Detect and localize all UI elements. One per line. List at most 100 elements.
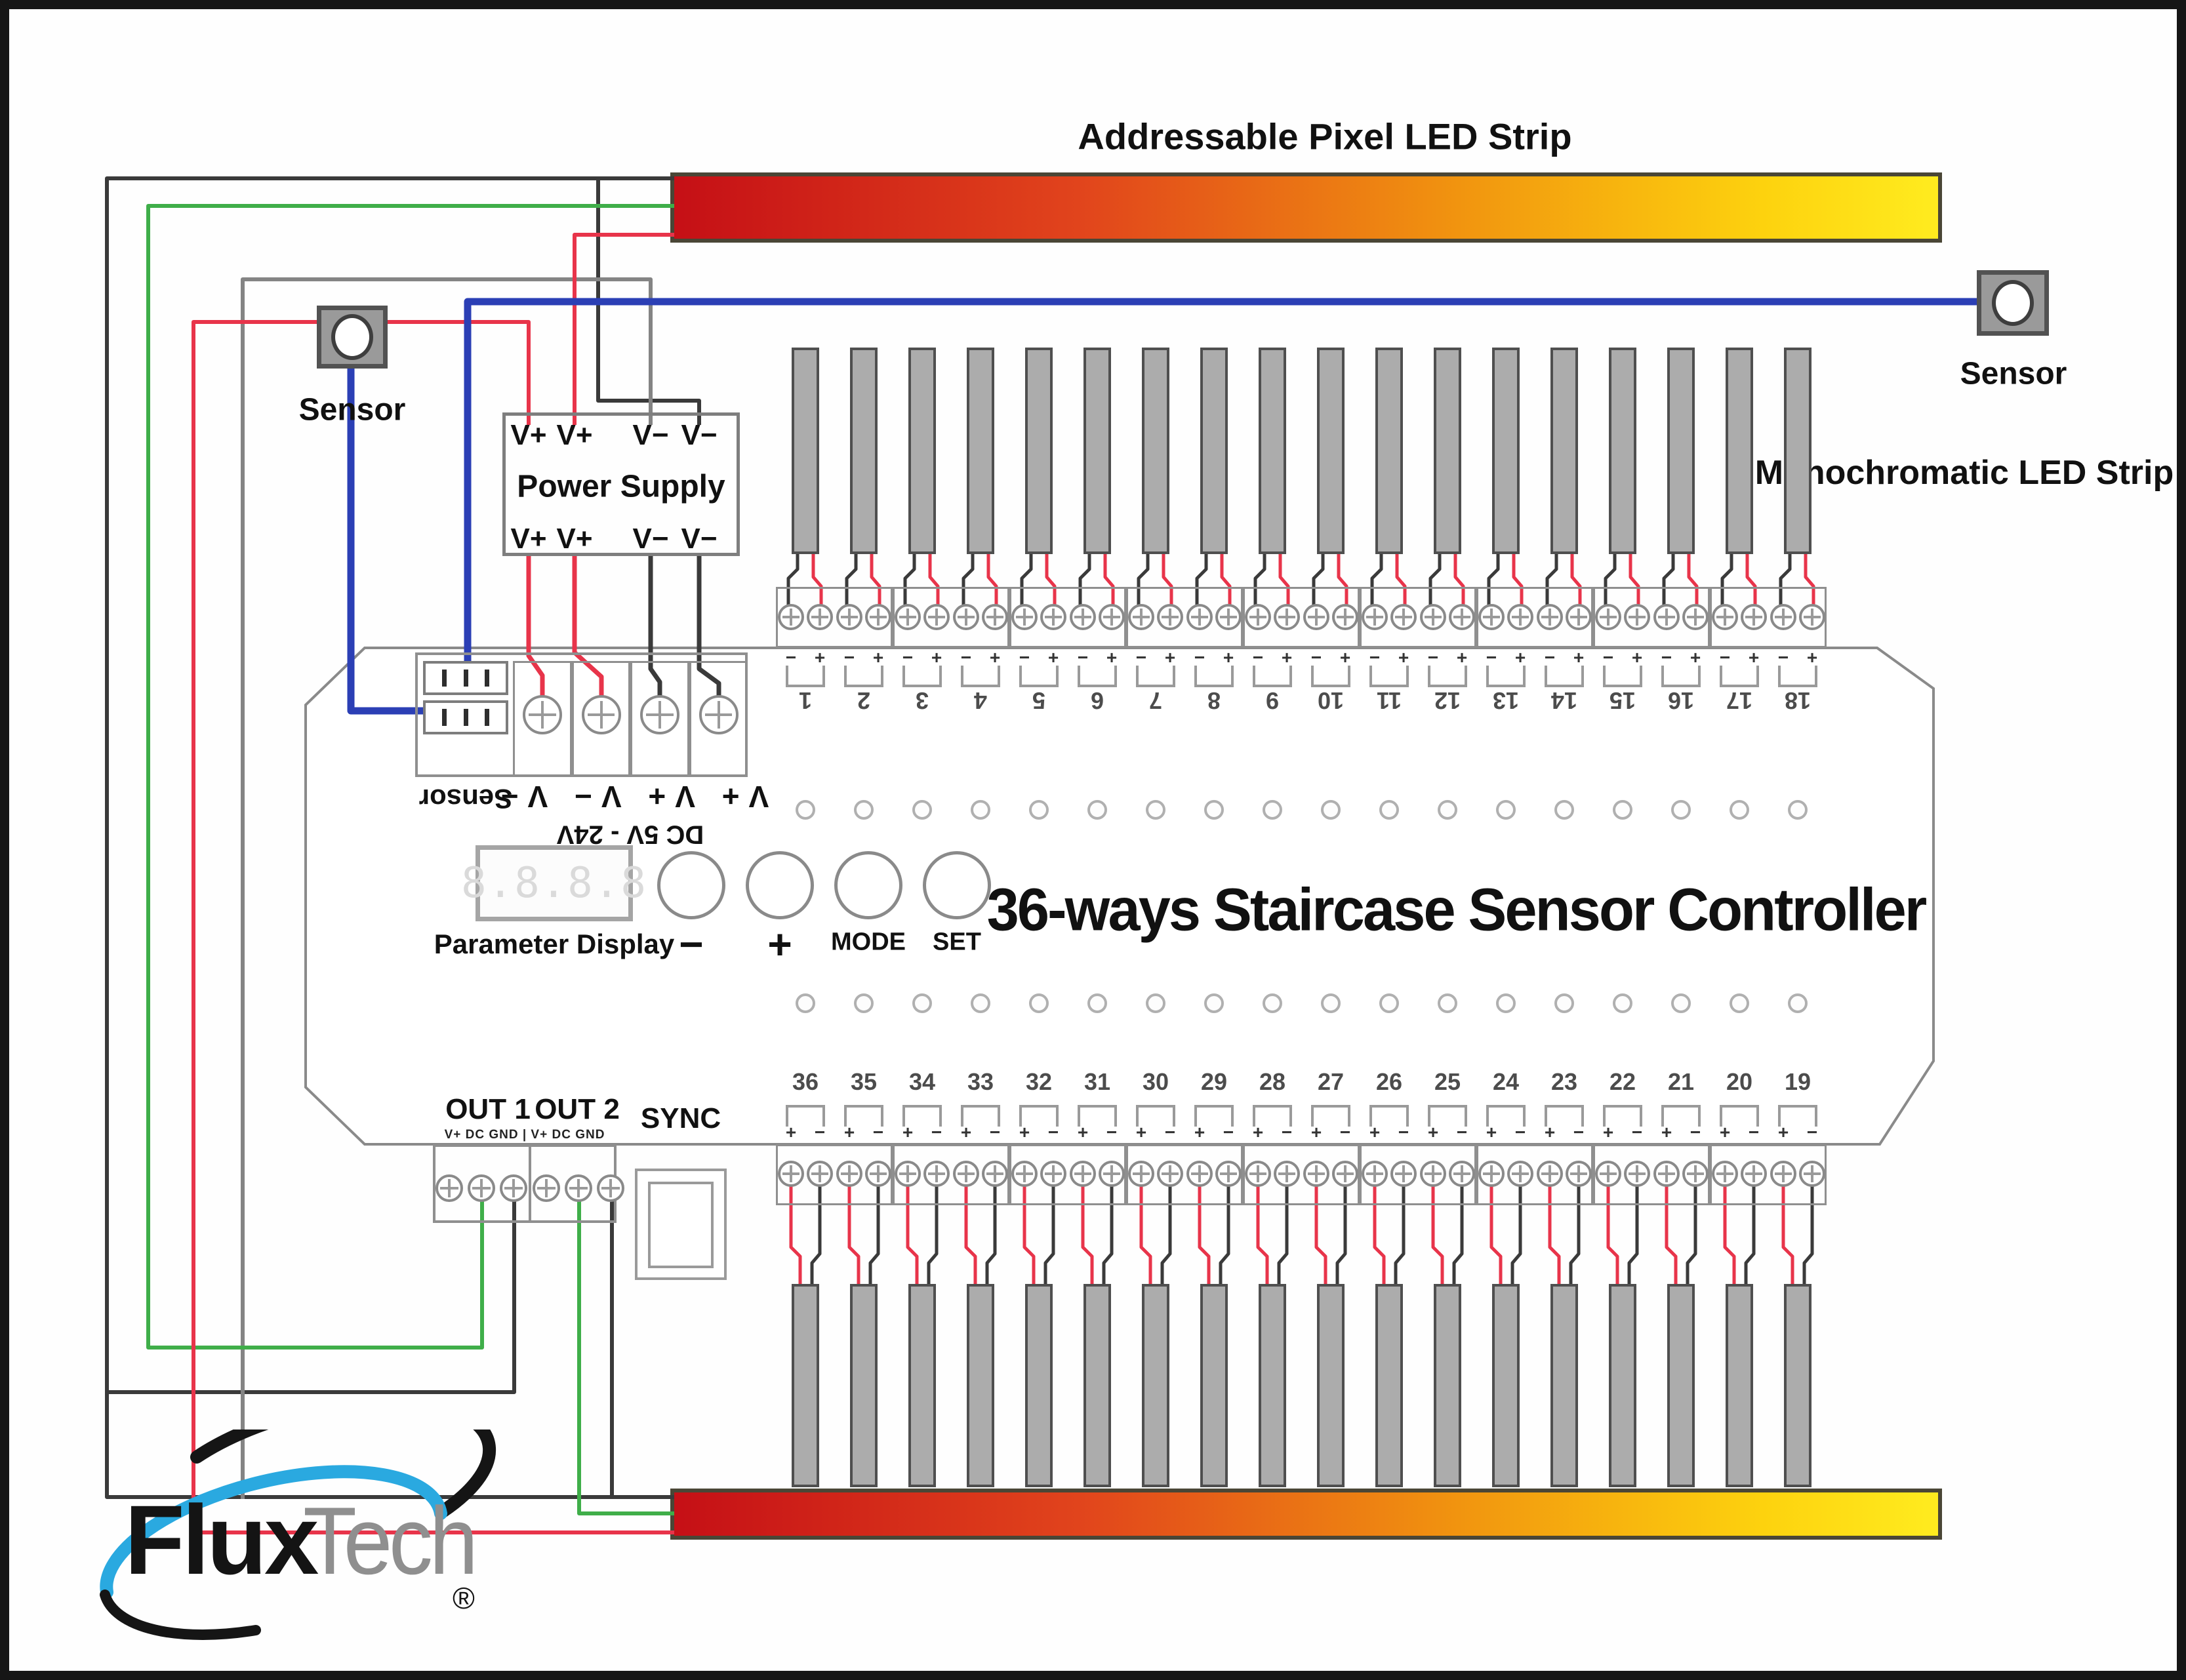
channel-number-top: 4 [973, 687, 988, 714]
channel-number-top: 1 [798, 687, 813, 714]
terminal-block-bottom [1593, 1144, 1710, 1205]
wire-channel-bottom-vplus [1781, 1177, 1794, 1289]
led-indicator [1146, 800, 1165, 820]
polarity-mark: − [1077, 647, 1089, 668]
wire-channel-top-gnd [1020, 552, 1033, 613]
dcin-screw [523, 695, 562, 734]
wire-channel-bottom-vplus [906, 1177, 919, 1289]
wire-channel-bottom-vplus [1256, 1177, 1269, 1289]
dcin-cell [630, 661, 689, 777]
led-indicator [1496, 993, 1516, 1013]
channel-bracket-top [1428, 666, 1467, 687]
terminal-screw [807, 1161, 833, 1187]
terminal-block-top [1009, 587, 1126, 648]
terminal-screw [1215, 604, 1242, 630]
wire-channel-top-vplus [1278, 552, 1290, 613]
terminal-block-bottom [1009, 1144, 1126, 1205]
terminal-screw [1624, 604, 1650, 630]
wire-channel-top-vplus [1629, 552, 1640, 613]
mono-led-bar-bottom [1200, 1284, 1228, 1487]
terminal-screw [865, 1161, 891, 1187]
wire-channel-top-gnd [1253, 552, 1266, 613]
wire-channel-bottom-gnd [1686, 1177, 1697, 1289]
polarity-mark: − [785, 647, 797, 668]
terminal-screw [1040, 1161, 1066, 1187]
channel-bracket-top [1369, 666, 1409, 687]
polarity-mark: + [1077, 1122, 1089, 1142]
polarity-mark: + [1573, 647, 1585, 668]
sync-connector-inner [648, 1182, 714, 1268]
terminal-screw [1362, 1161, 1388, 1187]
terminal-screw [1478, 604, 1505, 630]
polarity-mark: − [872, 1122, 884, 1142]
controller-outline [304, 647, 1935, 1146]
terminal-screw [1245, 604, 1271, 630]
polarity-mark: − [1252, 647, 1264, 668]
polarity-mark: + [1135, 1122, 1147, 1142]
terminal-block-bottom [893, 1144, 1009, 1205]
polarity-mark: + [1106, 647, 1118, 668]
wire-channel-top-gnd [1604, 552, 1617, 613]
channel-number-top: 14 [1550, 687, 1578, 714]
mono-led-bar-top [1667, 348, 1695, 554]
mono-led-bar-bottom [1550, 1284, 1578, 1487]
polarity-mark: − [1719, 647, 1731, 668]
terminal-screw [1770, 1161, 1796, 1187]
wire-channel-bottom-gnd [927, 1177, 939, 1289]
wire-channel-top-gnd [786, 552, 800, 613]
led-indicator [912, 993, 932, 1013]
terminal-screw [1390, 604, 1417, 630]
channel-number-top: 15 [1609, 687, 1636, 714]
dcin-cell [571, 661, 630, 777]
polarity-mark: − [843, 647, 855, 668]
mono-led-bar-bottom [967, 1284, 994, 1487]
wire-channel-bottom-gnd [1510, 1177, 1522, 1289]
terminal-block-top [893, 587, 1009, 648]
channel-bracket-top [1486, 666, 1526, 687]
mono-led-bar-bottom [1259, 1284, 1286, 1487]
channel-number-bottom: 23 [1550, 1068, 1578, 1095]
controller-title: 36-ways Staircase Sensor Controller [986, 876, 1928, 944]
out-screw [533, 1174, 560, 1202]
channel-bracket-bottom [786, 1105, 825, 1127]
polarity-mark: − [1339, 1122, 1351, 1142]
wire-channel-top-gnd [1487, 552, 1500, 613]
panel-button-mode [834, 851, 902, 919]
channel-number-top: 8 [1207, 687, 1221, 714]
wire-channel-bottom-gnd [1335, 1177, 1347, 1289]
wire-channel-bottom-gnd [1452, 1177, 1464, 1289]
terminal-screw [1799, 1161, 1825, 1187]
polarity-mark: − [1486, 647, 1497, 668]
terminal-screw [1274, 1161, 1300, 1187]
sensor-left-lens-icon [331, 314, 373, 360]
terminal-screw [1215, 1161, 1242, 1187]
terminal-block-top [776, 587, 893, 648]
mono-led-bar-top [1434, 348, 1461, 554]
terminal-screw [1478, 1161, 1505, 1187]
terminal-screw [1449, 1161, 1475, 1187]
wire-channel-top-vplus [1045, 552, 1057, 613]
led-indicator [854, 800, 874, 820]
channel-bracket-bottom [1311, 1105, 1350, 1127]
panel-button-label: − [679, 921, 704, 968]
polarity-mark: − [1544, 647, 1556, 668]
terminal-block-top [1360, 587, 1476, 648]
sensor-left [317, 306, 388, 369]
wire-channel-bottom-gnd [1277, 1177, 1289, 1289]
wire-channel-bottom-gnd [1043, 1177, 1055, 1289]
wire-channel-bottom-gnd [1569, 1177, 1581, 1289]
wire-channel-top-gnd [961, 552, 975, 613]
mono-led-bar-bottom [792, 1284, 819, 1487]
wire-ps-dcin-red1 [526, 555, 545, 710]
wire-ps-dcin-gnd1 [648, 555, 662, 710]
terminal-screw [1186, 604, 1213, 630]
sensor-connector-1 [423, 661, 508, 695]
wire-channel-top-gnd [1370, 552, 1383, 613]
wire-channel-bottom-vplus [1606, 1177, 1619, 1289]
mono-led-bar-top [1083, 348, 1111, 554]
wire-channel-top-gnd [903, 552, 916, 613]
led-indicator [1379, 800, 1399, 820]
monochromatic-strip-label: Monochromatic LED Strip [1754, 454, 2174, 492]
wire-channel-bottom-gnd [1160, 1177, 1172, 1289]
led-indicator [1554, 993, 1574, 1013]
